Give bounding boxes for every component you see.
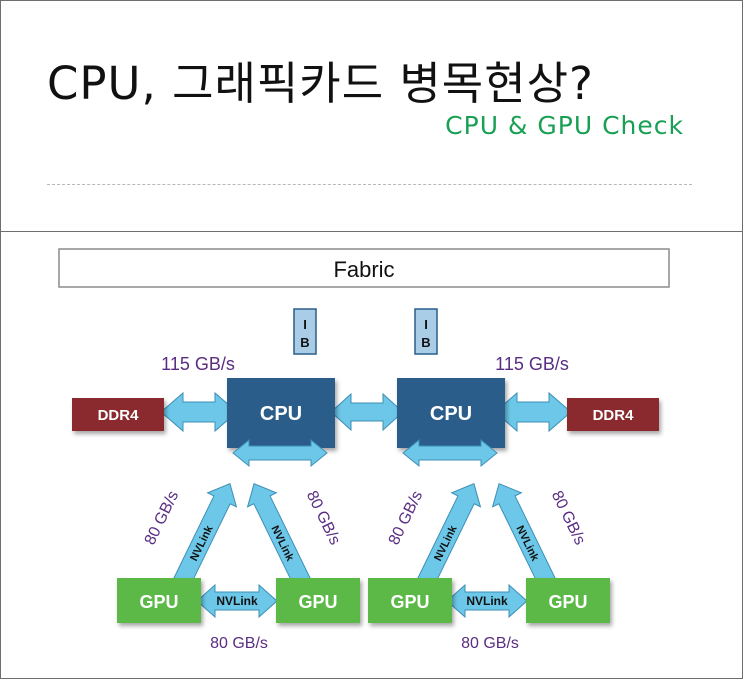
gpu-label-1: GPU (139, 592, 178, 612)
nvlink-label: NVLink (466, 594, 508, 608)
cpu-box-right (397, 378, 505, 448)
ddr4-box-right (567, 398, 659, 431)
bandwidth-label-nvlink-bottom-right: 80 GB/s (461, 635, 519, 652)
bandwidth-label-ddr-right: 115 GB/s (495, 354, 569, 374)
gpu-box-2 (276, 578, 360, 623)
ib-box-right: I B (414, 308, 438, 355)
fabric-box (58, 248, 670, 288)
nvlink-horizontal-left: NVLink (196, 583, 278, 619)
cpu-cpu-arrow (330, 392, 404, 432)
page-subtitle: CPU & GPU Check (445, 111, 684, 140)
topology-diagram: Fabric I B I B CPU CPU (1, 232, 742, 678)
ib-label-bottom: B (300, 335, 309, 350)
ddr4-box-left (72, 398, 164, 431)
bandwidth-label-nvlink-diag-2: 80 GB/s (303, 488, 344, 547)
cpu-box-left (227, 378, 335, 448)
ddr-cpu-arrow-right (494, 391, 572, 433)
ib-label-top: I (424, 317, 428, 332)
bandwidth-label-nvlink-diag-1: 80 GB/s (142, 488, 183, 547)
header: CPU, 그래픽카드 병목현상? CPU & GPU Check (1, 1, 742, 232)
bandwidth-label-nvlink-diag-3: 80 GB/s (386, 488, 427, 547)
ddr4-label-left: DDR4 (98, 407, 139, 424)
header-divider (47, 184, 692, 185)
cpu-label-right: CPU (430, 403, 472, 425)
cpu-bus-arrow-right (402, 438, 498, 468)
bandwidth-label-ddr-left: 115 GB/s (161, 354, 235, 374)
nvlink-horizontal-right: NVLink (446, 583, 528, 619)
gpu-box-3 (368, 578, 452, 623)
gpu-label-4: GPU (548, 592, 587, 612)
ib-box-left: I B (293, 308, 317, 355)
ib-label-bottom: B (421, 335, 430, 350)
gpu-box-4 (526, 578, 610, 623)
ddr4-label-right: DDR4 (593, 407, 634, 424)
gpu-box-1 (117, 578, 201, 623)
ddr-cpu-arrow-left (160, 391, 238, 433)
cpu-label-left: CPU (260, 403, 302, 425)
cpu-bus-arrow-left (232, 438, 328, 468)
gpu-label-3: GPU (390, 592, 429, 612)
fabric-label: Fabric (333, 257, 394, 282)
gpu-label-2: GPU (298, 592, 337, 612)
page-title: CPU, 그래픽카드 병목현상? (47, 57, 594, 110)
bandwidth-label-nvlink-bottom-left: 80 GB/s (210, 635, 268, 652)
bandwidth-label-nvlink-diag-4: 80 GB/s (548, 488, 589, 547)
nvlink-label: NVLink (216, 594, 258, 608)
ib-label-top: I (303, 317, 307, 332)
